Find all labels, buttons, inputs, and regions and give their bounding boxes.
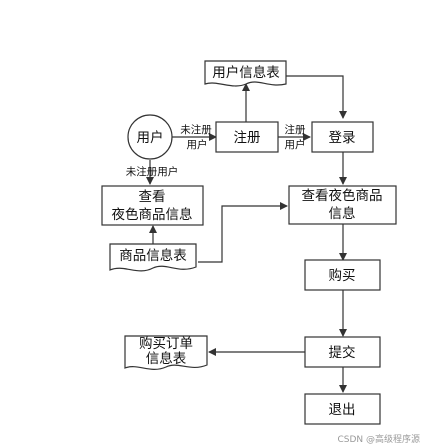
view-products-left-label-line2: 夜色商品信息 [112, 206, 193, 223]
edges [146, 75, 347, 393]
edge-userinfo-to-login [286, 75, 347, 119]
product-info-table-shape [109, 243, 197, 272]
node-texts: 用户信息表 用户 注册 登录 查看 夜色商品信息 查看夜色商品 信息 商品信息表… [112, 64, 383, 418]
user-register-edge-label-line1: 未注册 [180, 123, 212, 136]
register-label: 注册 [234, 130, 261, 146]
edge-labels: 未注册 用户 注册 用户 未注册用户 [126, 123, 306, 178]
exit-label: 退出 [329, 402, 356, 418]
view-products-left-label-line1: 查看 [139, 189, 166, 205]
register-login-edge-label-line2: 用户 [285, 138, 306, 151]
view-products-left-box [101, 185, 204, 226]
submit-box [304, 336, 381, 368]
register-login-edge-label-line1: 注册 [285, 123, 306, 136]
product-info-table-label: 商品信息表 [119, 247, 187, 264]
user-info-table-label: 用户信息表 [212, 64, 280, 81]
nodes [101, 60, 397, 425]
user-label: 用户 [137, 129, 164, 146]
buy-box [304, 259, 381, 291]
view-products-right-label-line1: 查看夜色商品 [302, 187, 383, 204]
register-box [215, 121, 279, 153]
order-table-shape [124, 335, 208, 371]
buy-label: 购买 [329, 268, 356, 284]
user-circle [127, 114, 173, 160]
order-table-label-line1: 购买订单 [139, 336, 193, 352]
login-box [311, 121, 374, 153]
submit-label: 提交 [329, 344, 356, 361]
watermark: CSDN @高级程序源 [337, 435, 420, 445]
user-register-edge-label-line2: 用户 [187, 138, 208, 151]
view-products-right-label-line2: 信息 [329, 205, 356, 222]
user-view-edge-label: 未注册用户 [126, 165, 179, 178]
order-table-label-line2: 信息表 [146, 350, 187, 367]
user-info-table-shape [204, 60, 287, 87]
edge-product-to-view-right [198, 202, 288, 263]
exit-box [304, 393, 381, 425]
login-label: 登录 [329, 130, 356, 146]
view-products-right-box [288, 185, 397, 225]
